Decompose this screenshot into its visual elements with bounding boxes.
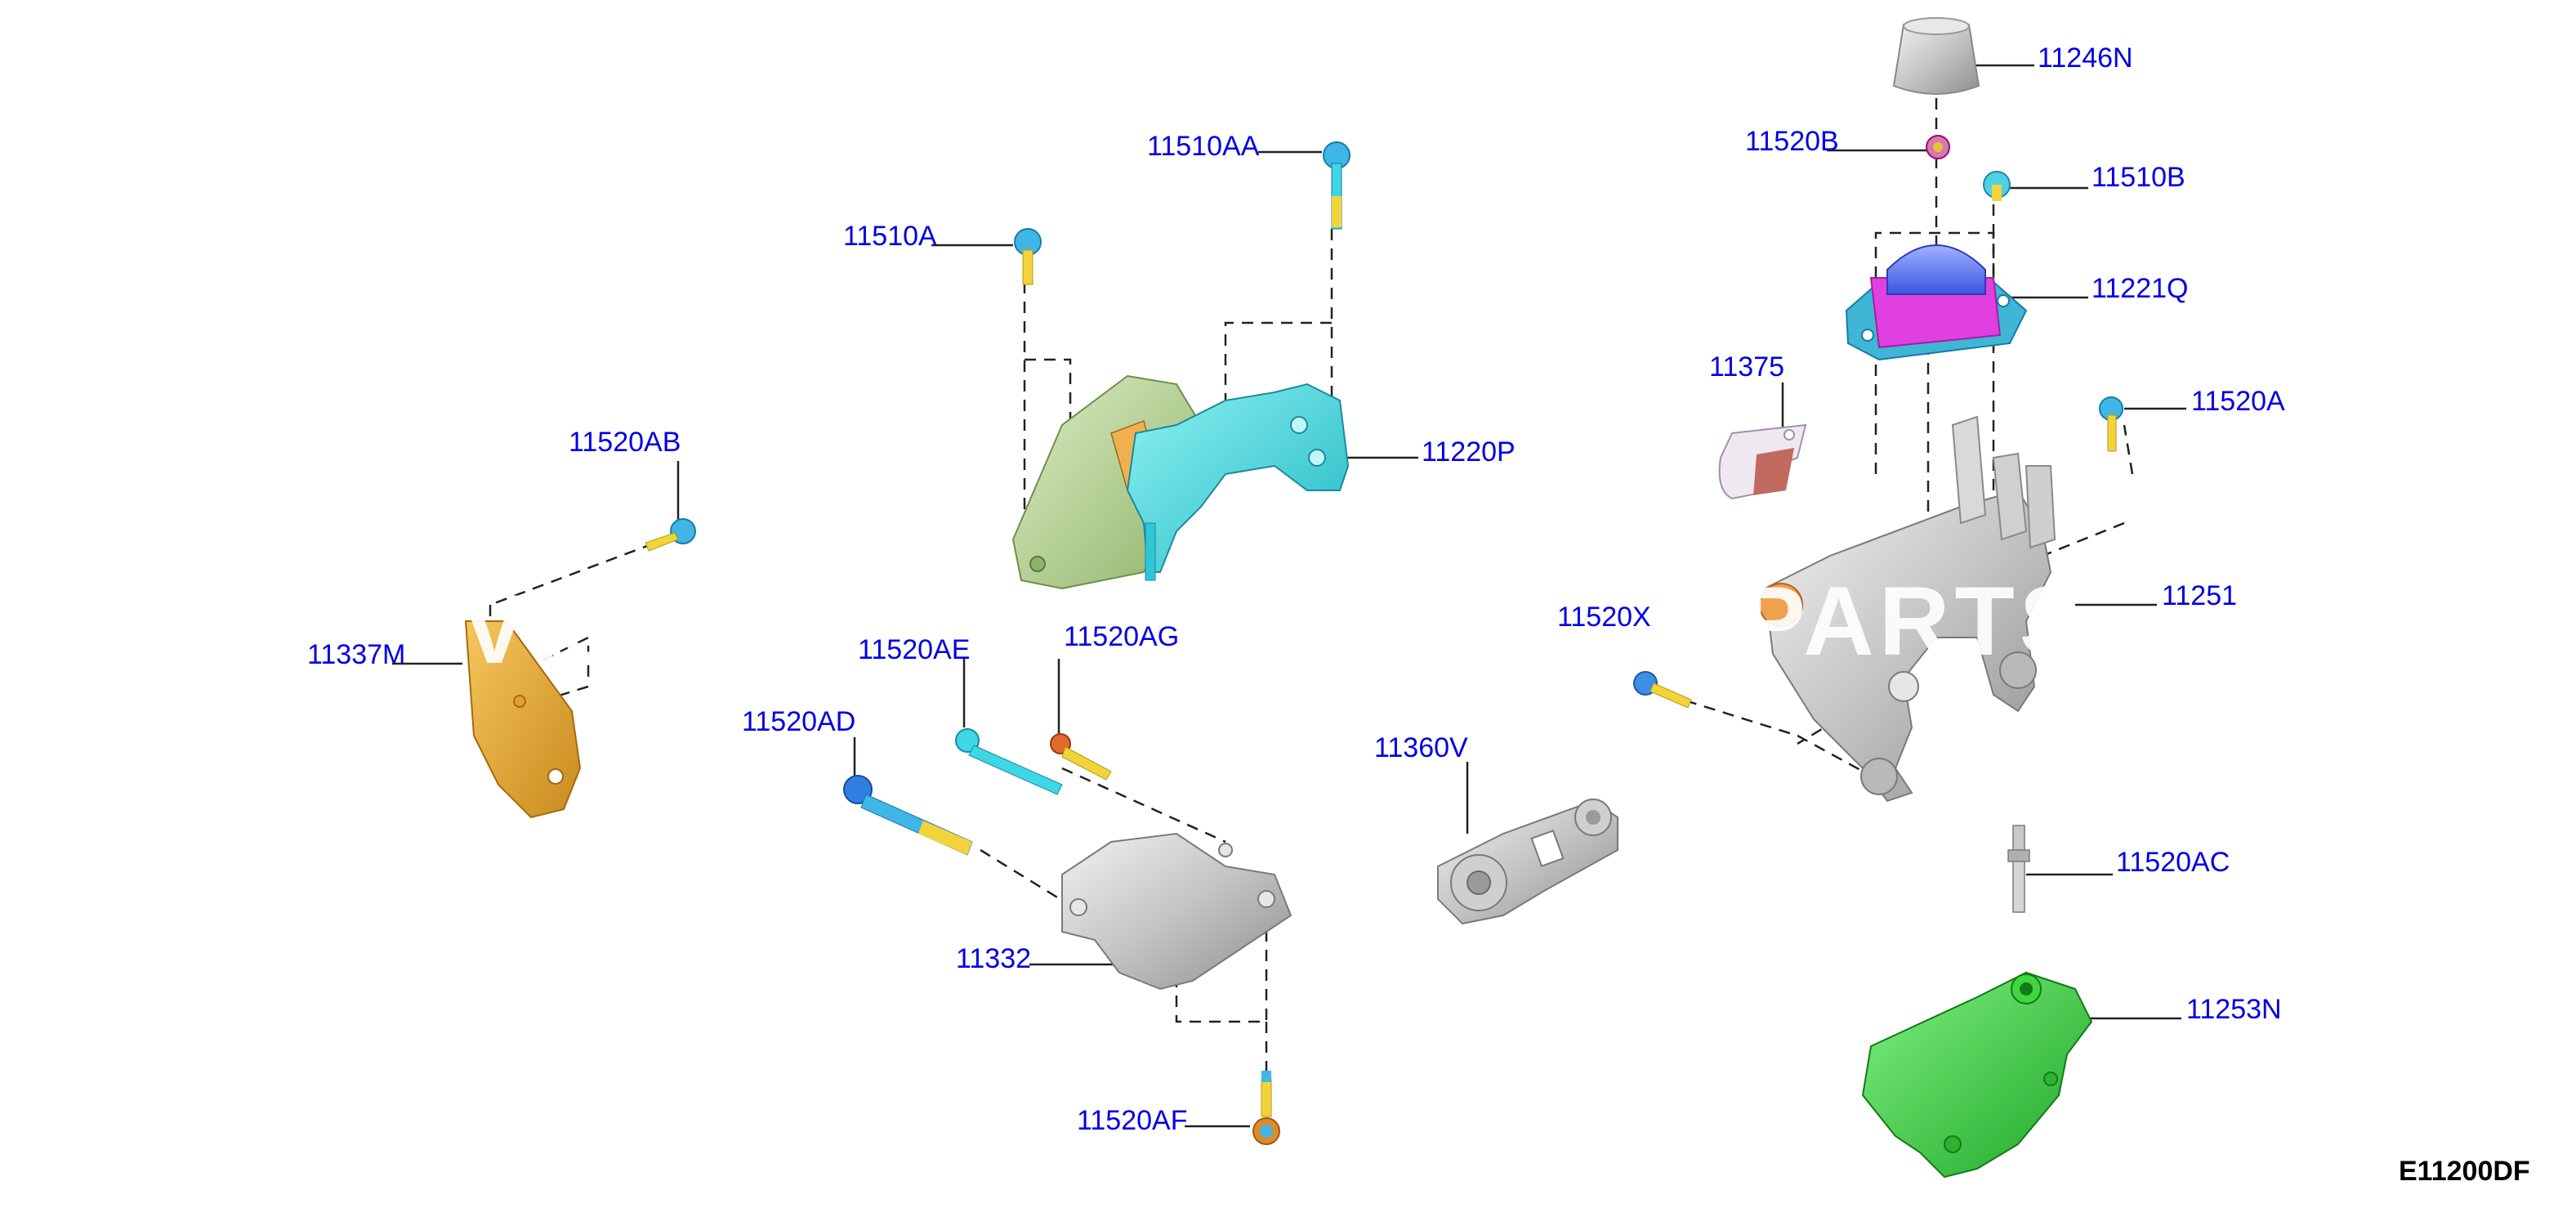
- callout-11332: 11332: [956, 943, 1032, 974]
- part-11520ae-bolt: [955, 728, 1063, 795]
- callout-11520ag: 11520AG: [1064, 621, 1180, 652]
- watermark-left: VIS: [462, 575, 635, 684]
- diagram-code: E11200DF: [2399, 1156, 2530, 1187]
- callout-11520ae: 11520AE: [858, 634, 971, 665]
- callout-11253n: 11253N: [2186, 994, 2282, 1025]
- part-11221q-insulator: [1845, 244, 2028, 361]
- part-11520ad-bolt: [843, 775, 973, 856]
- callout-11520ad: 11520AD: [742, 706, 856, 737]
- part-11220p-bracket: [1126, 383, 1350, 581]
- callout-11251: 11251: [2162, 580, 2238, 611]
- callout-11520b: 11520B: [1745, 126, 1839, 157]
- callout-11220p: 11220P: [1422, 436, 1516, 468]
- part-11510b-bolt: [1983, 171, 2011, 201]
- part-11520x-bolt: [1633, 671, 1692, 709]
- part-11332-mount: [1061, 832, 1292, 991]
- part-11520af-bolt: [1252, 1071, 1280, 1145]
- callout-11520ac: 11520AC: [2116, 847, 2230, 878]
- leader-lines: [392, 64, 2186, 1128]
- part-11520ag-bolt: [1050, 733, 1112, 781]
- callout-11337m: 11337M: [307, 639, 406, 670]
- watermark-right: PARTS: [1740, 566, 2090, 676]
- part-11520ab-bolt: [645, 518, 696, 552]
- callout-11520af: 11520AF: [1077, 1105, 1188, 1136]
- callout-11510aa: 11510AA: [1147, 131, 1260, 162]
- part-11520a-bolt: [2099, 396, 2123, 452]
- callout-11510a: 11510A: [843, 221, 937, 252]
- callout-11520x: 11520X: [1557, 602, 1651, 633]
- callout-11246n: 11246N: [2038, 43, 2133, 74]
- part-11510a-bolt: [1014, 228, 1042, 285]
- callout-11520ab: 11520AB: [569, 427, 681, 458]
- callout-11221q: 11221Q: [2092, 273, 2189, 304]
- part-11510aa-bolt: [1323, 141, 1351, 230]
- part-11520ac-stud: [2007, 825, 2030, 913]
- part-11253n-bracket: [1861, 971, 2093, 1179]
- callout-11510b: 11510B: [2092, 162, 2185, 193]
- callout-11360v: 11360V: [1374, 732, 1468, 763]
- part-11246n-cap: [1892, 17, 1980, 95]
- callout-11520a: 11520A: [2191, 386, 2285, 417]
- part-11337-bracket: [464, 620, 582, 819]
- callout-11375: 11375: [1709, 351, 1785, 383]
- part-11251-casting: [1759, 415, 2056, 803]
- part-11520b-nut: [1926, 135, 1950, 159]
- part-11375-bracket: [1718, 423, 1807, 500]
- part-11360v-link: [1437, 799, 1618, 925]
